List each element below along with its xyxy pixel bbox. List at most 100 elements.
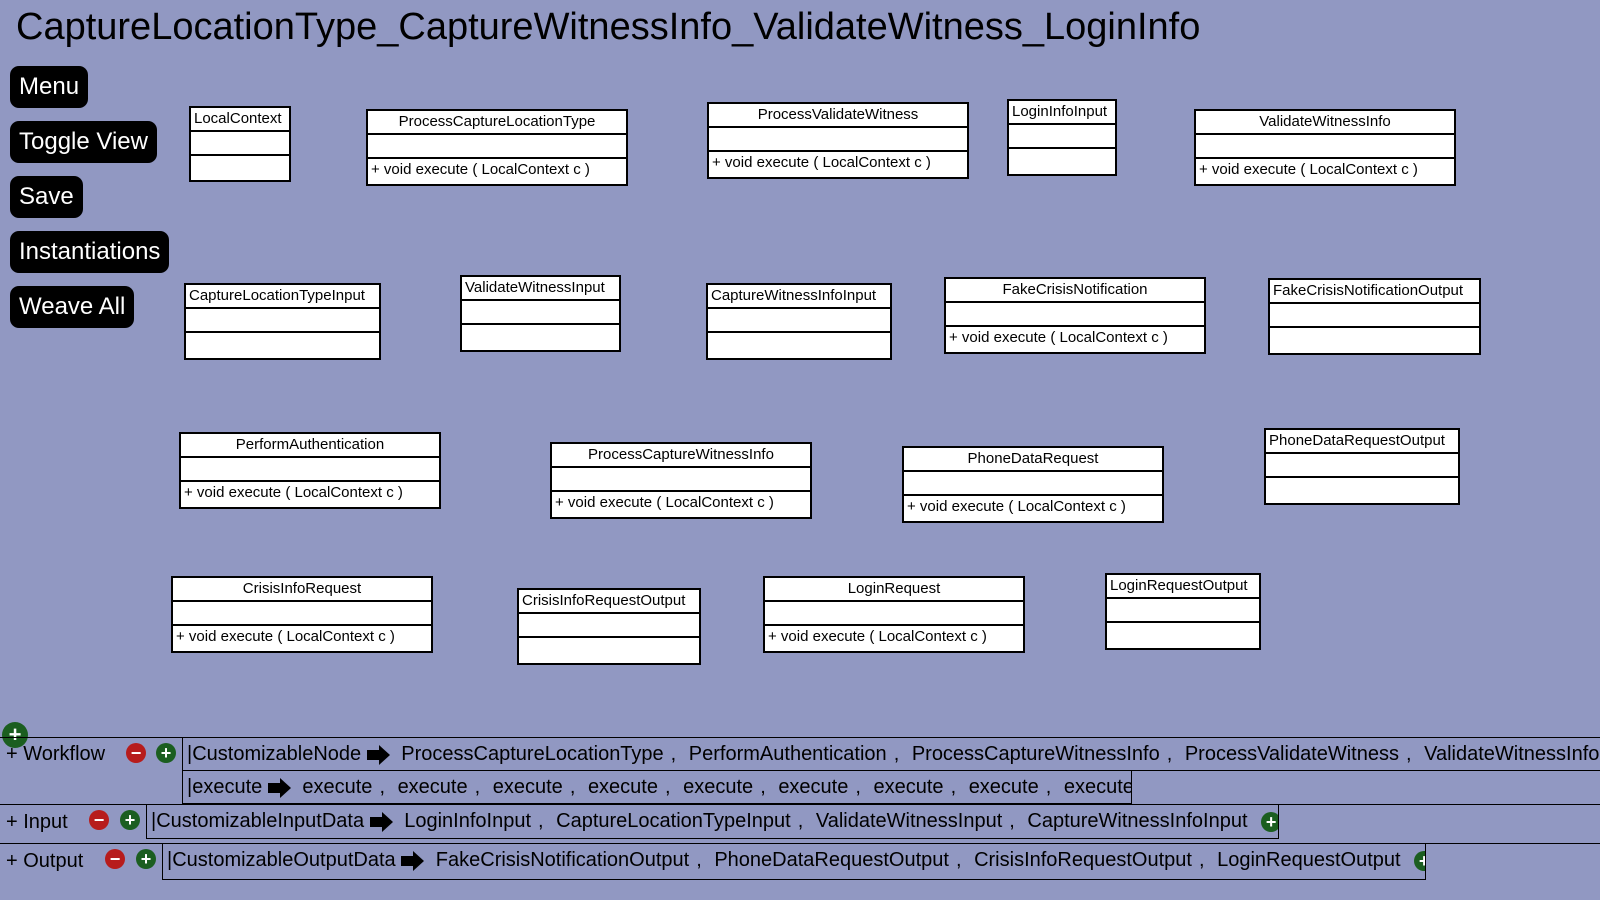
workflow-label[interactable]: + Workflow [6, 743, 106, 765]
add-circle-icon[interactable]: + [1261, 811, 1278, 832]
arrow-icon [369, 810, 399, 832]
input-item[interactable]: LoginInfoInput [404, 810, 531, 832]
class-process-validate-witness[interactable]: ProcessValidateWitness + void execute ( … [707, 102, 969, 179]
class-name: PhoneDataRequest [904, 448, 1162, 472]
remove-circle-icon[interactable]: − [105, 849, 125, 869]
class-fake-crisis-notification-output[interactable]: FakeCrisisNotificationOutput [1268, 278, 1481, 355]
input-data-head: |CustomizableInputData [151, 810, 365, 832]
arrow-icon [267, 776, 297, 798]
class-crisis-info-request[interactable]: CrisisInfoRequest + void execute ( Local… [171, 576, 433, 653]
execute-item[interactable]: execute [397, 776, 468, 798]
execute-head: |execute [187, 776, 263, 798]
class-name: FakeCrisisNotificationOutput [1270, 280, 1479, 304]
class-attributes [1196, 135, 1454, 159]
class-name: LocalContext [191, 108, 289, 132]
execute-item[interactable]: execute [587, 776, 658, 798]
class-methods [462, 325, 619, 349]
workflow-item[interactable]: PerformAuthentication [688, 743, 887, 765]
instantiations-button[interactable]: Instantiations [10, 231, 170, 273]
class-method: + void execute ( LocalContext c ) [371, 161, 590, 178]
class-method: + void execute ( LocalContext c ) [949, 329, 1168, 346]
class-login-request[interactable]: LoginRequest + void execute ( LocalConte… [763, 576, 1025, 653]
execute-item[interactable]: execute [968, 776, 1039, 798]
class-name: CrisisInfoRequestOutput [519, 590, 699, 614]
class-methods [191, 156, 289, 180]
class-attributes [186, 309, 379, 333]
class-capture-witness-info-input[interactable]: CaptureWitnessInfoInput [706, 283, 892, 360]
output-data-list[interactable]: |CustomizableOutputData FakeCrisisNotifi… [162, 843, 1426, 880]
class-validate-witness-info[interactable]: ValidateWitnessInfo + void execute ( Loc… [1194, 109, 1456, 186]
output-item[interactable]: FakeCrisisNotificationOutput [435, 849, 690, 871]
class-method: + void execute ( LocalContext c ) [176, 628, 395, 645]
execute-item[interactable]: execute [778, 776, 849, 798]
class-attributes [1270, 304, 1479, 328]
class-attributes [519, 614, 699, 638]
input-item[interactable]: CaptureLocationTypeInput [556, 810, 791, 832]
class-attributes [191, 132, 289, 156]
menu-button[interactable]: Menu [10, 66, 89, 108]
class-name: LoginInfoInput [1009, 101, 1115, 125]
class-crisis-info-request-output[interactable]: CrisisInfoRequestOutput [517, 588, 701, 665]
class-login-request-output[interactable]: LoginRequestOutput [1105, 573, 1261, 650]
workflow-item[interactable]: ProcessCaptureWitnessInfo [911, 743, 1160, 765]
class-fake-crisis-notification[interactable]: FakeCrisisNotification + void execute ( … [944, 277, 1206, 354]
output-item[interactable]: PhoneDataRequestOutput [714, 849, 949, 871]
class-process-capture-witness-info[interactable]: ProcessCaptureWitnessInfo + void execute… [550, 442, 812, 519]
class-perform-authentication[interactable]: PerformAuthentication + void execute ( L… [179, 432, 441, 509]
output-item[interactable]: LoginRequestOutput [1217, 849, 1401, 871]
weave-all-button[interactable]: Weave All [10, 286, 135, 328]
class-attributes [552, 468, 810, 492]
page-title: CaptureLocationType_CaptureWitnessInfo_V… [16, 6, 1201, 48]
toggle-view-button[interactable]: Toggle View [10, 121, 157, 163]
workflow-node-list[interactable]: |CustomizableNode ProcessCaptureLocation… [182, 737, 1600, 771]
execute-item[interactable]: execute [302, 776, 373, 798]
add-circle-icon[interactable]: + [120, 810, 140, 830]
add-circle-icon[interactable]: + [1414, 850, 1425, 871]
workflow-item[interactable]: ProcessValidateWitness [1184, 743, 1399, 765]
input-item[interactable]: CaptureWitnessInfoInput [1027, 810, 1248, 832]
class-local-context[interactable]: LocalContext [189, 106, 291, 182]
class-process-capture-location-type[interactable]: ProcessCaptureLocationType + void execut… [366, 109, 628, 186]
execute-item[interactable]: execute [1063, 776, 1132, 798]
execute-item[interactable]: execute [873, 776, 944, 798]
output-label[interactable]: + Output [6, 850, 84, 872]
remove-circle-icon[interactable]: − [89, 810, 109, 830]
class-phone-data-request[interactable]: PhoneDataRequest + void execute ( LocalC… [902, 446, 1164, 523]
input-label[interactable]: + Input [6, 811, 68, 833]
output-data-head: |CustomizableOutputData [167, 849, 396, 871]
class-login-info-input[interactable]: LoginInfoInput [1007, 99, 1117, 176]
add-circle-icon[interactable]: + [2, 722, 28, 748]
remove-circle-icon[interactable]: − [126, 743, 146, 763]
class-methods [1270, 328, 1479, 352]
class-attributes [462, 301, 619, 325]
class-methods [1009, 149, 1115, 173]
execute-list[interactable]: |execute execute, execute, execute, exec… [182, 770, 1132, 804]
save-button[interactable]: Save [10, 176, 83, 218]
add-circle-icon[interactable]: + [136, 849, 156, 869]
class-name: CrisisInfoRequest [173, 578, 431, 602]
class-name: ProcessValidateWitness [709, 104, 967, 128]
class-name: ProcessCaptureLocationType [368, 111, 626, 135]
add-circle-icon[interactable]: + [156, 743, 176, 763]
execute-item[interactable]: execute [683, 776, 754, 798]
workflow-item[interactable]: ValidateWitnessInfo [1424, 743, 1600, 765]
input-data-list[interactable]: |CustomizableInputData LoginInfoInput, C… [146, 804, 1279, 839]
class-attributes [708, 309, 890, 333]
class-method: + void execute ( LocalContext c ) [907, 498, 1126, 515]
class-validate-witness-input[interactable]: ValidateWitnessInput [460, 275, 621, 352]
class-attributes [1009, 125, 1115, 149]
class-phone-data-request-output[interactable]: PhoneDataRequestOutput [1264, 428, 1460, 505]
class-name: PhoneDataRequestOutput [1266, 430, 1458, 454]
input-item[interactable]: ValidateWitnessInput [815, 810, 1003, 832]
class-attributes [946, 303, 1204, 327]
class-capture-location-type-input[interactable]: CaptureLocationTypeInput [184, 283, 381, 360]
class-name: ValidateWitnessInfo [1196, 111, 1454, 135]
workflow-item[interactable]: ProcessCaptureLocationType [401, 743, 664, 765]
class-method: + void execute ( LocalContext c ) [712, 154, 931, 171]
output-item[interactable]: CrisisInfoRequestOutput [974, 849, 1192, 871]
class-name: LoginRequestOutput [1107, 575, 1259, 599]
class-methods [708, 333, 890, 357]
class-attributes [765, 602, 1023, 626]
arrow-icon [366, 743, 396, 765]
execute-item[interactable]: execute [492, 776, 563, 798]
